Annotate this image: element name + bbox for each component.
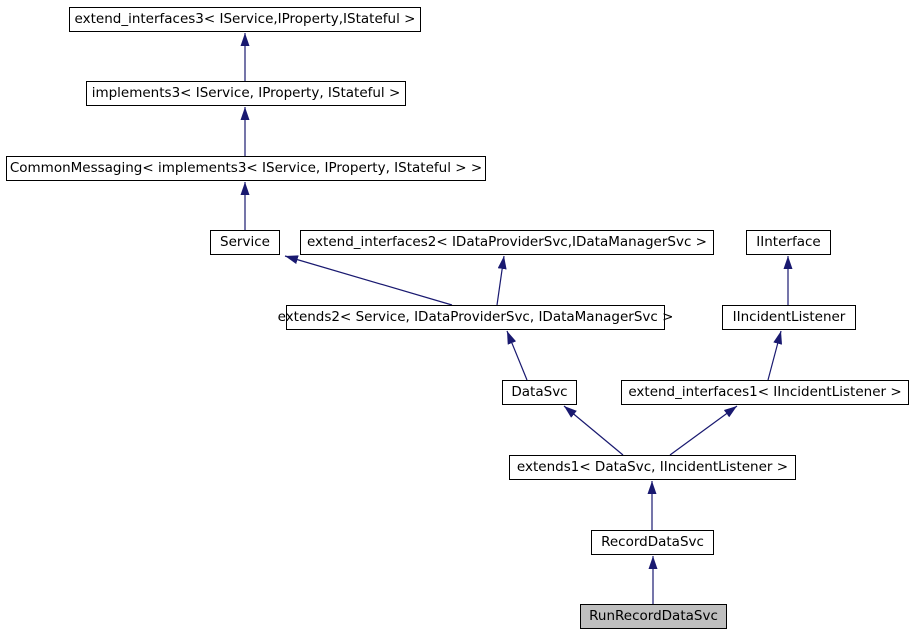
class-node-implements3[interactable]: implements3< IService, IProperty, IState…	[86, 81, 406, 106]
inheritance-edge-extends1-to-DataSvc	[563, 405, 624, 456]
class-node-extends2[interactable]: extends2< Service, IDataProviderSvc, IDa…	[278, 305, 673, 330]
class-node-extend_interfaces1[interactable]: extend_interfaces1< IIncidentListener >	[621, 380, 909, 405]
inheritance-edge-extends2-to-Service	[284, 255, 453, 306]
class-node-extend_interfaces3[interactable]: extend_interfaces3< IService,IProperty,I…	[69, 7, 421, 32]
class-node-RunRecordDataSvc: RunRecordDataSvc	[580, 604, 727, 629]
inheritance-edge-DataSvc-to-extends2	[506, 330, 528, 381]
class-node-RecordDataSvc[interactable]: RecordDataSvc	[591, 530, 714, 555]
class-node-IIncidentListener[interactable]: IIncidentListener	[722, 305, 856, 330]
class-node-DataSvc[interactable]: DataSvc	[502, 380, 577, 405]
class-node-CommonMessaging[interactable]: CommonMessaging< implements3< IService, …	[6, 156, 486, 181]
inheritance-edge-extend_interfaces1-to-IIncidentListener	[767, 330, 783, 381]
inheritance-edge-extends1-to-extend_interfaces1	[669, 405, 738, 456]
class-node-IInterface[interactable]: IInterface	[746, 230, 831, 255]
class-node-extend_interfaces2[interactable]: extend_interfaces2< IDataProviderSvc,IDa…	[300, 230, 714, 255]
class-node-extends1[interactable]: extends1< DataSvc, IIncidentListener >	[509, 455, 796, 480]
class-node-Service[interactable]: Service	[210, 230, 280, 255]
inheritance-edge-extends2-to-extend_interfaces2	[496, 255, 507, 306]
